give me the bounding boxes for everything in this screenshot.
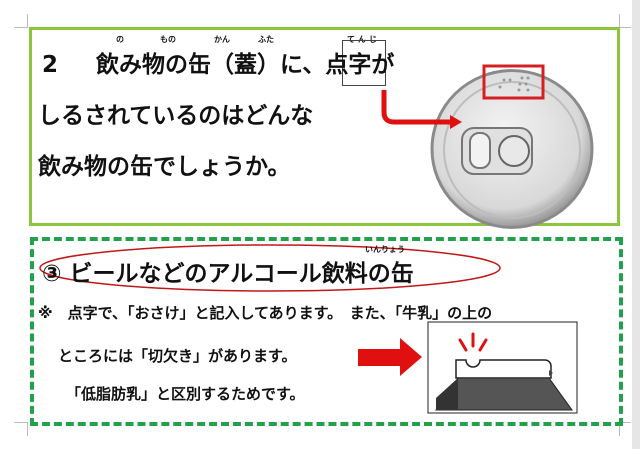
- braille-highlight-box: [482, 64, 545, 100]
- question-box: [29, 27, 620, 226]
- notch-highlight-lines: [458, 332, 488, 352]
- crop-mark: [27, 422, 28, 436]
- ruby-mono: もの: [160, 35, 176, 44]
- ruby-tenji: てんじ: [347, 35, 380, 44]
- ruby-futa: ふた: [258, 35, 274, 44]
- carton-notch: [455, 359, 552, 379]
- crop-mark: [14, 422, 28, 423]
- crop-mark: [619, 422, 620, 436]
- page-edge: [632, 0, 640, 449]
- crop-mark: [619, 14, 620, 28]
- question-text-tenji: 点字: [325, 52, 372, 78]
- crop-mark: [619, 27, 631, 28]
- ruby-kan: かん: [214, 35, 230, 44]
- question-line-1: 2 飲み物の缶（蓋）に、点字が: [42, 45, 394, 79]
- right-arrow-icon: [358, 338, 422, 376]
- answer-title: ③ ビールなどのアルコール飲料の缶: [42, 261, 414, 287]
- note-line-2: ところには「切欠き」があります。: [58, 347, 297, 365]
- ruby-inryou: いんりょう: [365, 245, 405, 254]
- pointer-arrow: [381, 90, 452, 125]
- question-line-2: しるされているのはどんな: [38, 103, 314, 129]
- crop-mark: [27, 14, 28, 28]
- question-line-3: 飲み物の缶でしょうか。: [38, 154, 291, 180]
- braille-dots: [498, 76, 530, 92]
- note-line-3: 「低脂肪乳」と区別するためです。: [66, 385, 305, 403]
- crop-mark: [619, 422, 631, 423]
- crop-mark: [14, 27, 28, 28]
- question-text-a: 飲み物の缶（蓋）に、: [96, 52, 326, 78]
- question-number: 2: [42, 52, 59, 78]
- answer-box: [30, 237, 623, 426]
- question-text-c: が: [371, 52, 395, 78]
- ruby-no: の: [116, 35, 124, 44]
- tenji-highlight-box: [342, 40, 386, 86]
- note-line-1: ※ 点字で、「おさけ」と記入してあります。 また、「牛乳」の上の: [38, 304, 493, 322]
